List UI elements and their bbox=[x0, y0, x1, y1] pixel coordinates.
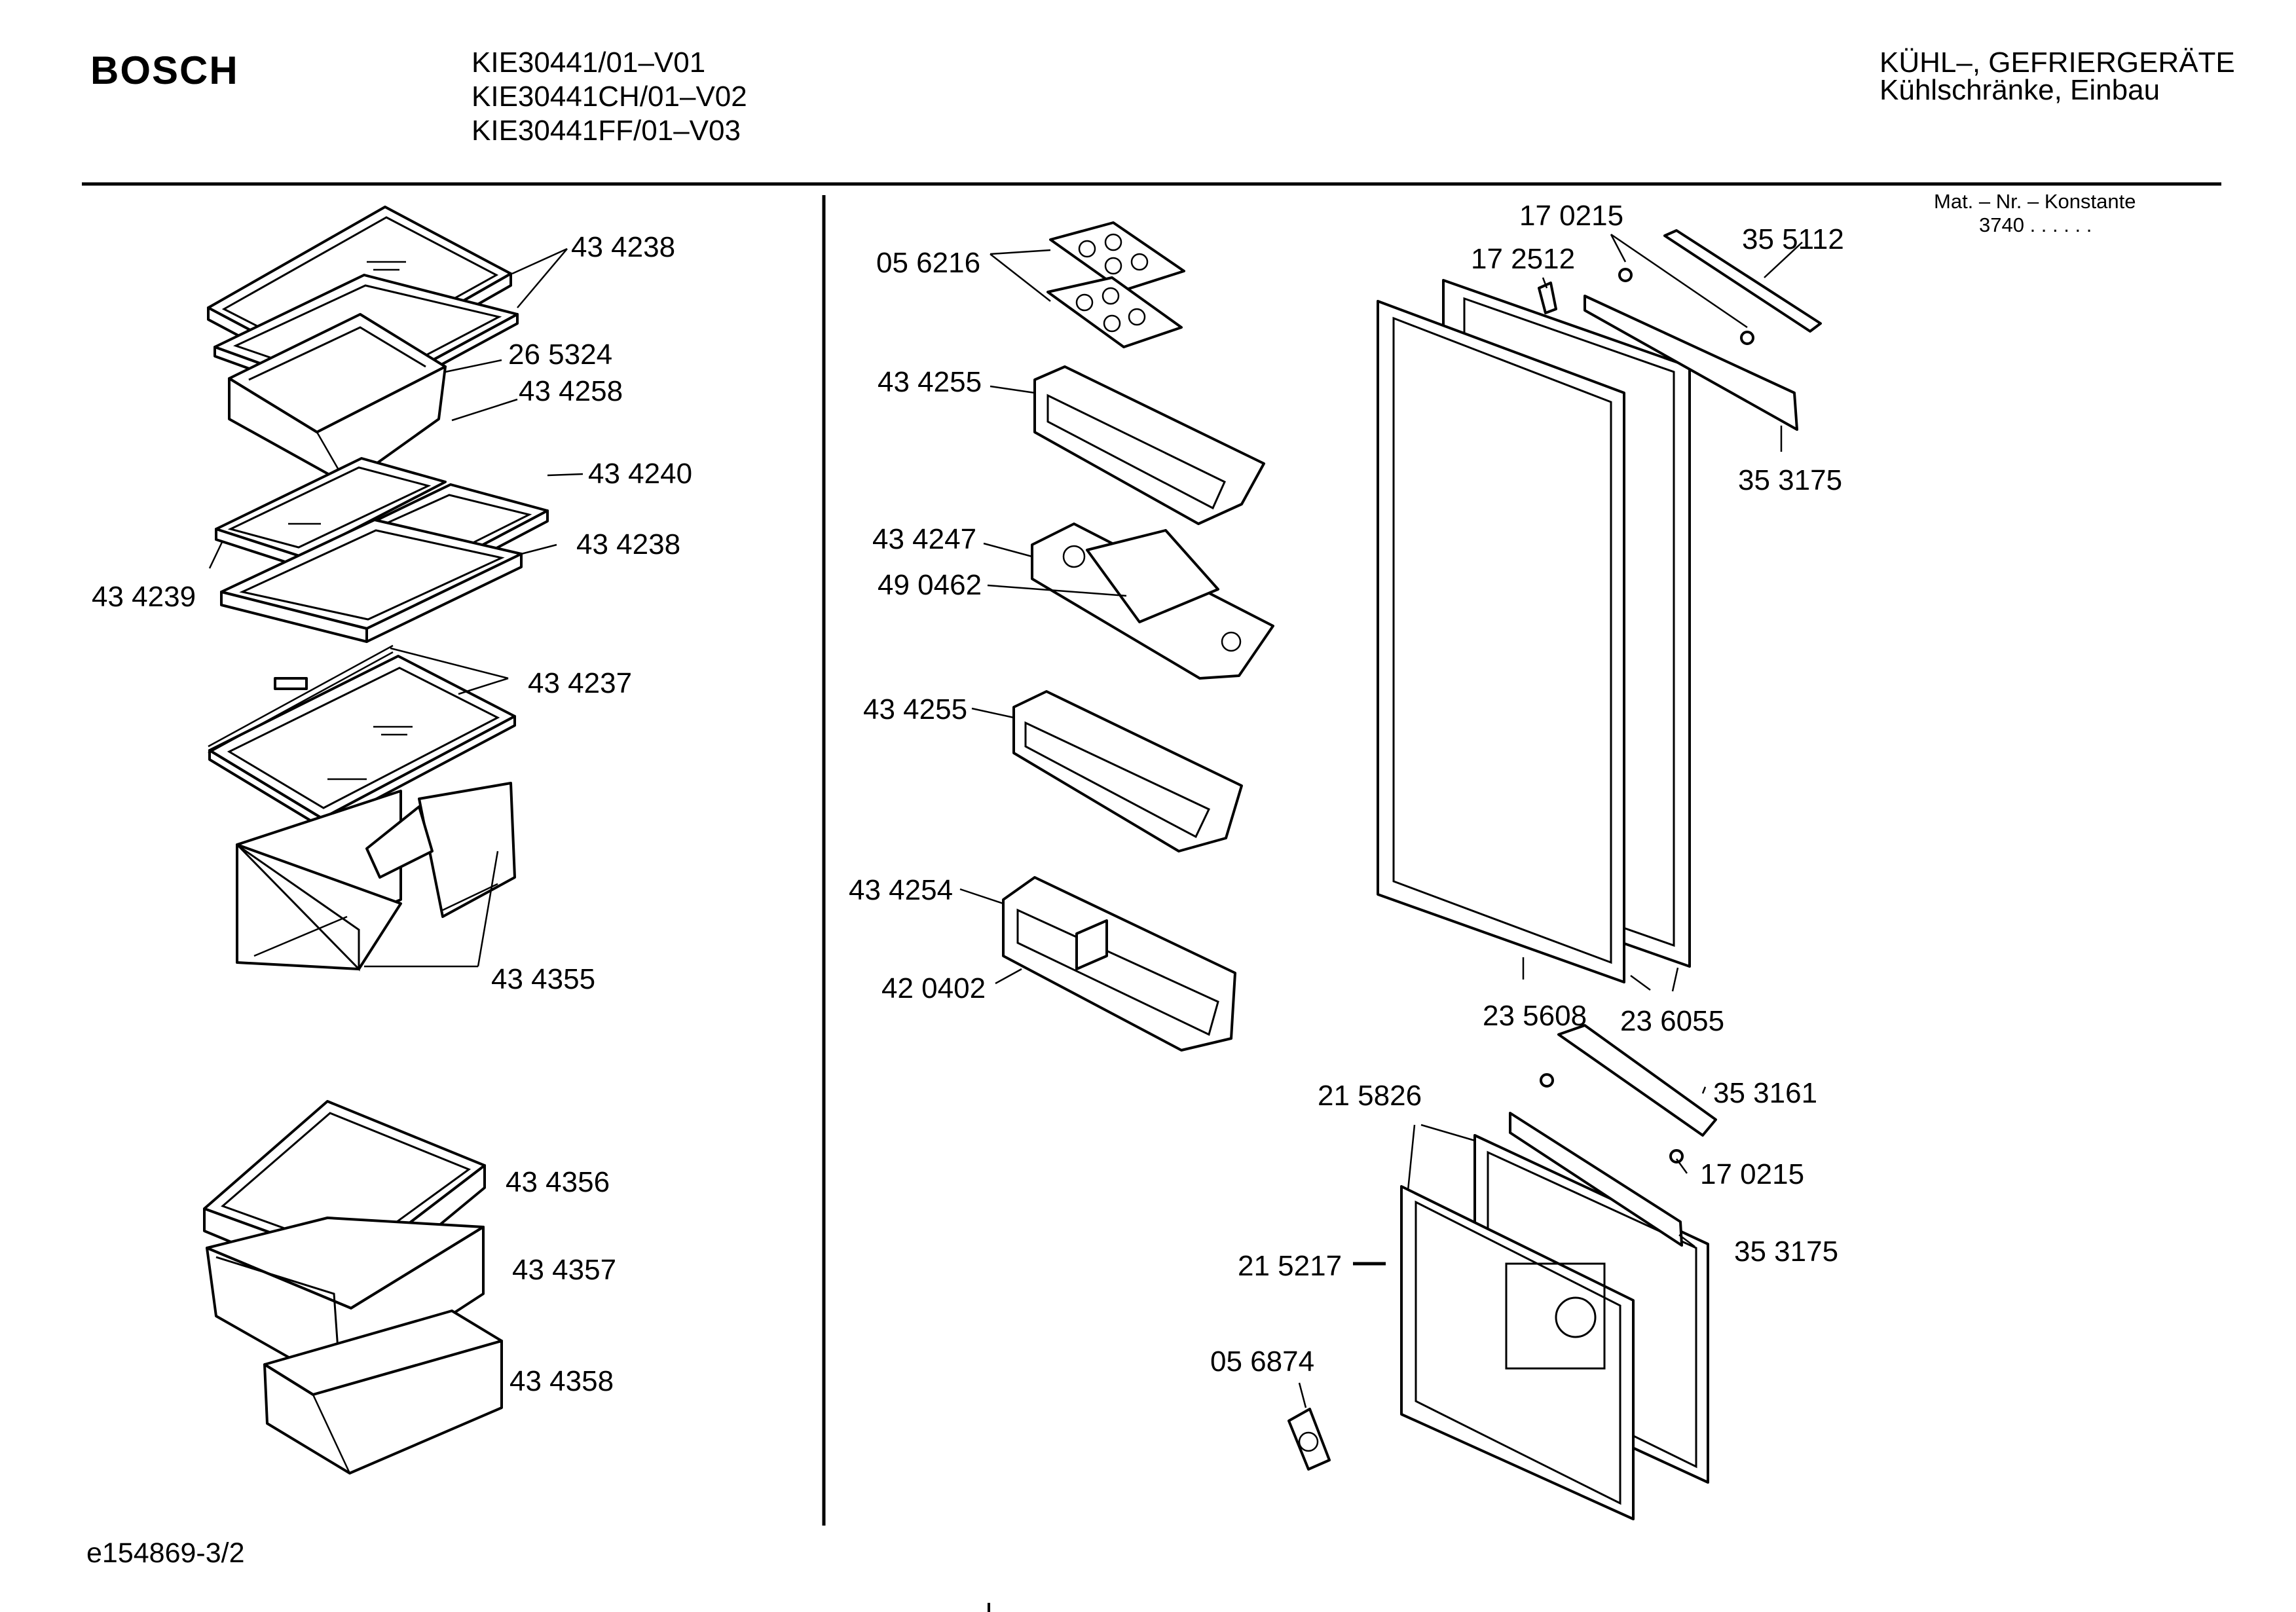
model-number-2: KIE30441CH/01–V02 bbox=[472, 81, 747, 113]
refrigerator-door bbox=[1377, 279, 1691, 983]
label-434255-lower: 43 4255 bbox=[863, 693, 967, 725]
label-215217: 21 5217 bbox=[1238, 1250, 1342, 1282]
label-490462: 49 0462 bbox=[878, 569, 982, 601]
egg-trays bbox=[1046, 221, 1185, 348]
label-434238-top: 43 4238 bbox=[571, 231, 675, 263]
label-434255-upper: 43 4255 bbox=[878, 366, 982, 398]
label-236055: 23 6055 bbox=[1620, 1005, 1724, 1037]
door-bin-upper bbox=[1033, 365, 1265, 525]
label-434254: 43 4254 bbox=[849, 874, 953, 906]
label-434237: 43 4237 bbox=[528, 667, 632, 699]
label-434247: 43 4247 bbox=[872, 523, 976, 555]
freezer-door bbox=[1400, 1024, 1717, 1520]
label-056874: 05 6874 bbox=[1210, 1346, 1314, 1378]
small-tray bbox=[228, 313, 447, 486]
material-number-value: 3740 . . . . . . bbox=[1979, 213, 2092, 236]
model-number-3: KIE30441FF/01–V03 bbox=[472, 115, 741, 147]
model-number-1: KIE30441/01–V01 bbox=[472, 46, 705, 79]
label-434358: 43 4358 bbox=[509, 1365, 614, 1397]
brand-logo: BOSCH bbox=[90, 48, 239, 92]
material-number-label: Mat. – Nr. – Konstante bbox=[1934, 190, 2136, 213]
label-434355: 43 4355 bbox=[491, 963, 595, 995]
part-number-labels: 43 4238 26 5324 43 4258 43 4240 43 4238 … bbox=[92, 200, 1844, 1397]
label-353175-top: 35 3175 bbox=[1738, 464, 1842, 496]
label-353175-lower: 35 3175 bbox=[1734, 1236, 1838, 1268]
category-subtitle: Kühlschränke, Einbau bbox=[1879, 74, 2160, 106]
label-170215-top: 17 0215 bbox=[1519, 200, 1623, 232]
label-355112: 35 5112 bbox=[1742, 223, 1844, 255]
hinge-parts-top bbox=[1538, 229, 1822, 431]
lower-glass-shelf bbox=[220, 519, 523, 643]
label-434238-lower: 43 4238 bbox=[576, 528, 680, 560]
label-172512: 17 2512 bbox=[1471, 243, 1575, 275]
label-353161: 35 3161 bbox=[1713, 1077, 1817, 1109]
drawing-code: e154869-3/2 bbox=[86, 1537, 245, 1569]
label-265324: 26 5324 bbox=[508, 339, 612, 371]
label-235608: 23 5608 bbox=[1483, 1000, 1587, 1032]
label-056216: 05 6216 bbox=[876, 247, 980, 279]
crisper-drawers bbox=[236, 782, 516, 972]
label-434239: 43 4239 bbox=[92, 581, 196, 613]
label-420402: 42 0402 bbox=[881, 972, 986, 1004]
label-434357: 43 4357 bbox=[512, 1254, 616, 1286]
label-434258: 43 4258 bbox=[519, 375, 623, 407]
thermostat-knob bbox=[1287, 1408, 1331, 1471]
door-bin-lower bbox=[1002, 876, 1236, 1052]
door-bin-middle bbox=[1012, 690, 1243, 852]
label-434356: 43 4356 bbox=[506, 1166, 610, 1198]
label-215826: 21 5826 bbox=[1318, 1080, 1422, 1112]
butter-compartment bbox=[1031, 522, 1274, 680]
leader-lines bbox=[208, 233, 1803, 1408]
category-title: KÜHL–, GEFRIERGERÄTE bbox=[1879, 46, 2235, 79]
label-170215-lower: 17 0215 bbox=[1700, 1158, 1804, 1190]
drawer-434358 bbox=[263, 1310, 503, 1475]
label-434240: 43 4240 bbox=[588, 458, 692, 490]
